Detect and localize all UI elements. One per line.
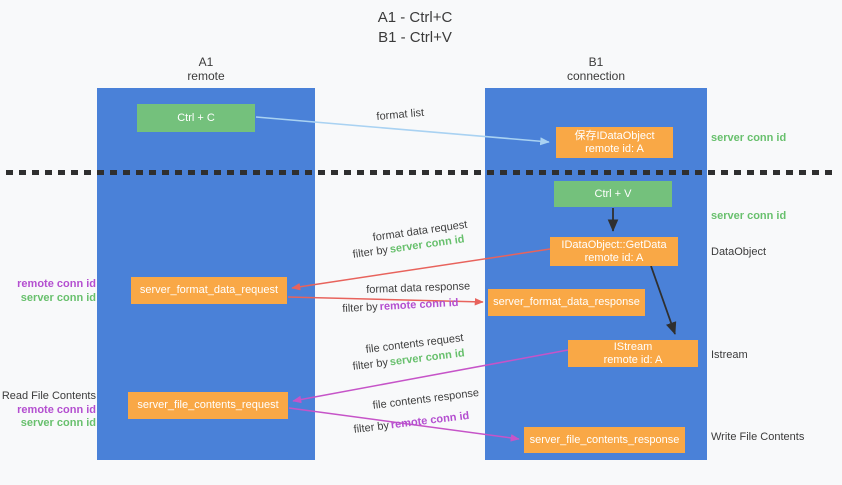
format-data-response-label: format data response bbox=[366, 280, 471, 296]
filter-value-4: remote conn id bbox=[390, 409, 470, 432]
ctrl-c-node: Ctrl + C bbox=[137, 104, 255, 132]
server-conn-id-label-mid: server conn id bbox=[711, 210, 787, 222]
server-conn-id-label-top: server conn id bbox=[711, 132, 787, 144]
remote-conn-id-label-1: remote conn id bbox=[17, 278, 96, 290]
getdata-line1: IDataObject::GetData bbox=[561, 238, 667, 251]
remote-conn-id-label-2: remote conn id bbox=[17, 403, 96, 416]
write-file-contents-label: Write File Contents bbox=[711, 431, 805, 443]
diagram-title: A1 - Ctrl+C B1 - Ctrl+V bbox=[330, 8, 500, 48]
right-column-header: B1 connection bbox=[485, 55, 707, 83]
server-file-contents-response-node: server_file_contents_response bbox=[524, 427, 685, 453]
server-file-contents-response-label: server_file_contents_response bbox=[529, 433, 680, 446]
title-line-1: A1 - Ctrl+C bbox=[377, 9, 453, 26]
server-format-data-request-label: server_format_data_request bbox=[139, 284, 279, 296]
filter-by-remote-conn-id-label-2: filter byremote conn id bbox=[353, 410, 470, 436]
format-list-label: format list bbox=[376, 106, 425, 123]
getdata-line2: remote id: A bbox=[584, 251, 644, 264]
save-idataobject-node: 保存IDataObject remote id: A bbox=[556, 127, 673, 158]
server-conn-id-label-1: server conn id bbox=[20, 291, 96, 304]
filter-by-text-4: filter by bbox=[353, 419, 390, 436]
right-column-role: connection bbox=[566, 69, 626, 83]
filter-by-text-2: filter by bbox=[342, 301, 379, 315]
read-file-contents-label: Read File Contents bbox=[1, 390, 96, 402]
filter-by-remote-conn-id-label-1: filter byremote conn id bbox=[342, 297, 459, 315]
left-conn-id-group-1: remote conn id server conn id bbox=[0, 278, 96, 305]
server-file-contents-request-label: server_file_contents_request bbox=[137, 399, 279, 411]
save-idataobject-line1: 保存IDataObject bbox=[574, 129, 655, 142]
istream-side-label: Istream bbox=[711, 349, 748, 361]
server-format-data-response-label: server_format_data_response bbox=[493, 296, 640, 308]
phase-separator-dashed-line bbox=[6, 170, 836, 175]
istream-line1: IStream bbox=[613, 340, 653, 353]
ctrl-v-label: Ctrl + V bbox=[594, 187, 632, 200]
filter-value-2: remote conn id bbox=[379, 296, 459, 314]
server-format-data-request-node: server_format_data_request bbox=[131, 277, 287, 304]
left-column-role: remote bbox=[187, 69, 225, 83]
data-object-label: DataObject bbox=[711, 246, 767, 258]
filter-by-text-1: filter by bbox=[352, 244, 389, 261]
istream-node: IStream remote id: A bbox=[568, 340, 698, 367]
save-idataobject-line2: remote id: A bbox=[585, 142, 644, 155]
left-conn-id-group-2: Read File Contents remote conn id server… bbox=[0, 390, 96, 431]
title-line-2: B1 - Ctrl+V bbox=[378, 29, 452, 46]
right-column-name: B1 bbox=[588, 55, 604, 69]
getdata-node: IDataObject::GetData remote id: A bbox=[550, 237, 678, 266]
istream-line2: remote id: A bbox=[603, 353, 663, 366]
server-conn-id-label-2: server conn id bbox=[20, 417, 96, 429]
ctrl-c-label: Ctrl + C bbox=[177, 111, 215, 124]
server-format-data-response-node: server_format_data_response bbox=[488, 289, 645, 316]
filter-by-text-3: filter by bbox=[352, 356, 389, 373]
file-contents-response-label: file contents response bbox=[372, 386, 480, 412]
left-column-header: A1 remote bbox=[97, 55, 315, 83]
ctrl-v-node: Ctrl + V bbox=[554, 181, 672, 207]
server-file-contents-request-node: server_file_contents_request bbox=[128, 392, 288, 419]
left-column-name: A1 bbox=[198, 55, 214, 69]
